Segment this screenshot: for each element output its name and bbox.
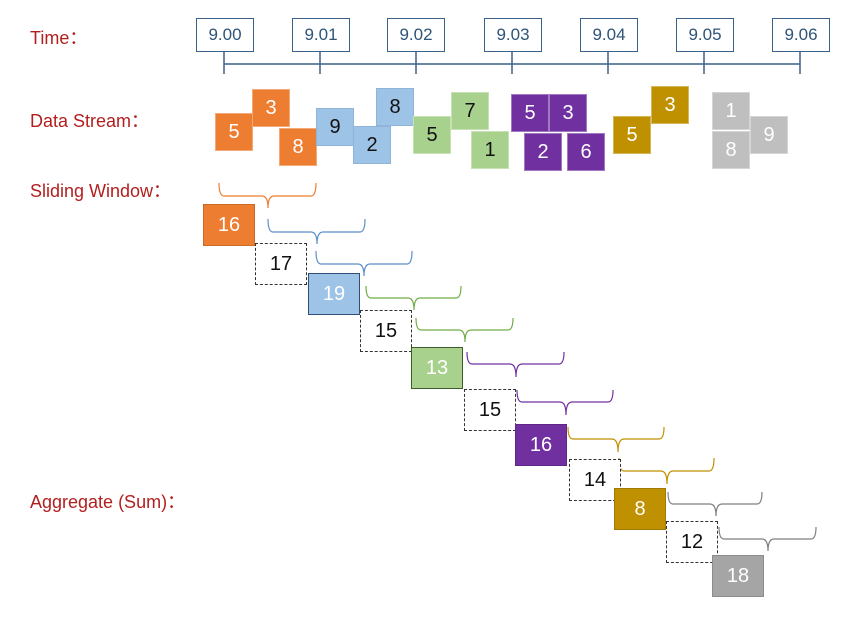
window-brace (365, 285, 462, 311)
aggregate-box: 15 (464, 389, 516, 431)
data-item: 2 (524, 133, 562, 171)
data-item: 1 (471, 131, 509, 169)
aggregate-box: 12 (666, 521, 718, 563)
aggregate-box: 8 (614, 488, 666, 530)
window-brace (267, 218, 366, 245)
data-item: 1 (712, 92, 750, 130)
data-item: 9 (316, 108, 354, 146)
window-brace (667, 491, 763, 517)
aggregate-box: 14 (569, 459, 621, 501)
data-item: 5 (215, 113, 253, 151)
time-tick-904: 9.04 (580, 18, 638, 52)
window-brace (466, 351, 565, 378)
time-label: Time： (30, 28, 88, 48)
time-tick-906: 9.06 (772, 18, 830, 52)
aggregate-box: 18 (712, 555, 764, 597)
data-item: 7 (451, 92, 489, 130)
window-brace (415, 317, 514, 343)
window-brace (218, 182, 317, 209)
time-tick-901: 9.01 (292, 18, 350, 52)
time-tick-905: 9.05 (676, 18, 734, 52)
data-stream-label: Data Stream： (30, 111, 150, 131)
data-item: 8 (279, 128, 317, 166)
aggregate-box: 16 (203, 204, 255, 246)
data-item: 5 (511, 94, 549, 132)
window-brace (567, 426, 665, 453)
aggregate-box: 16 (515, 424, 567, 466)
aggregate-box: 13 (411, 347, 463, 389)
window-brace (718, 526, 817, 552)
data-item: 8 (376, 88, 414, 126)
aggregate-box: 15 (360, 310, 412, 352)
aggregate-box: 17 (255, 243, 307, 285)
aggregate-box: 19 (308, 273, 360, 315)
data-item: 6 (567, 133, 605, 171)
data-item: 3 (651, 86, 689, 124)
data-item: 3 (549, 94, 587, 132)
aggregate-label: Aggregate (Sum)： (30, 492, 186, 512)
window-brace (618, 457, 715, 485)
data-item: 3 (252, 89, 290, 127)
time-tick-900: 9.00 (196, 18, 254, 52)
time-tick-903: 9.03 (484, 18, 542, 52)
data-item: 8 (712, 131, 750, 169)
data-item: 5 (613, 116, 651, 154)
data-item: 2 (353, 126, 391, 164)
time-tick-902: 9.02 (387, 18, 445, 52)
data-item: 5 (413, 116, 451, 154)
data-item: 9 (750, 116, 788, 154)
sliding-window-label: Sliding Window： (30, 181, 172, 201)
window-brace (516, 389, 614, 416)
window-brace (315, 250, 413, 277)
